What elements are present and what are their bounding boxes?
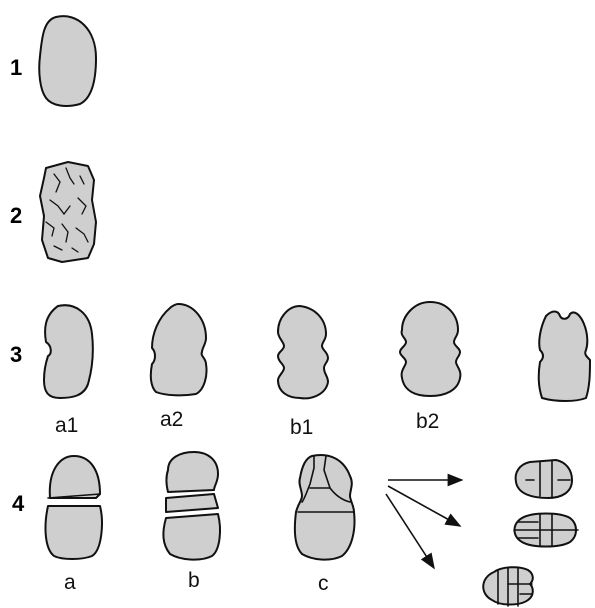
label-a1: a1 — [55, 414, 78, 437]
shape-4-a — [44, 455, 103, 560]
row-number-1: 1 — [10, 55, 22, 80]
shape-3-b2 — [399, 301, 462, 397]
shape-3-top-notch — [537, 310, 591, 402]
shape-3-b1 — [277, 305, 329, 400]
shape-1-smooth — [38, 15, 97, 107]
label-a2: a2 — [160, 408, 183, 431]
row-number-3: 3 — [10, 342, 22, 367]
label-c: c — [318, 572, 329, 595]
row-number-2: 2 — [10, 203, 22, 228]
label-a: a — [64, 571, 76, 594]
shape-3-a1 — [43, 304, 94, 399]
shape-2-cracked — [39, 161, 97, 263]
arrow-3 — [385, 493, 435, 570]
shape-4-c — [293, 454, 356, 561]
shape-3-a2 — [149, 303, 208, 397]
fragment-2 — [513, 512, 579, 548]
label-b1: b1 — [290, 416, 313, 439]
row-number-4: 4 — [12, 491, 25, 516]
shape-4-b — [162, 451, 221, 561]
arrow-2 — [387, 485, 462, 527]
label-b2: b2 — [416, 410, 439, 433]
fragment-3 — [482, 566, 534, 607]
label-b: b — [188, 569, 200, 592]
fragment-1 — [514, 459, 573, 499]
